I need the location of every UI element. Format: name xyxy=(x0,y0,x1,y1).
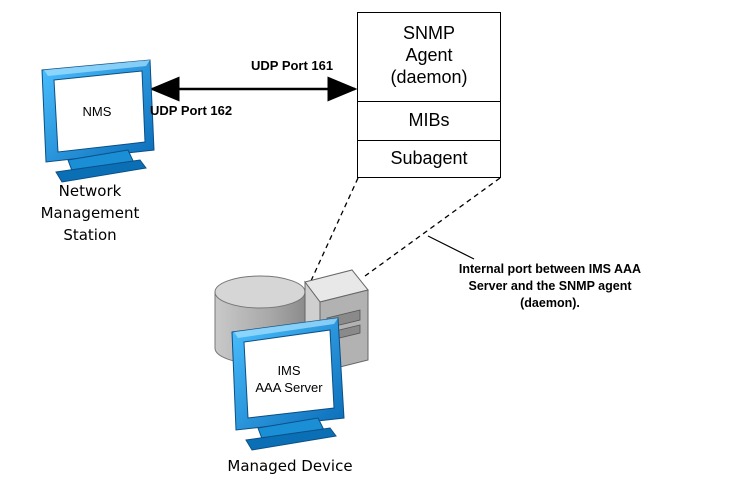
nms-caption-line-2: Management xyxy=(40,204,140,222)
nms-monitor-icon xyxy=(41,59,155,183)
managed-screen-label: IMS AAA Server xyxy=(248,362,330,396)
agent-title-line-3: (daemon) xyxy=(390,67,468,87)
internal-link-right xyxy=(364,177,501,277)
mibs-cell: MIBs xyxy=(358,102,500,141)
nms-screen-label: NMS xyxy=(82,104,112,119)
subagent-cell: Subagent xyxy=(390,148,468,168)
note-line-2: Server and the SNMP agent xyxy=(468,279,632,293)
udp-port-162-label: UDP Port 162 xyxy=(150,103,233,118)
note-line-3: (daemon). xyxy=(520,296,580,310)
agent-title-line-1: SNMP xyxy=(402,23,455,43)
nms-caption-line-3: Station xyxy=(63,226,117,244)
nms-caption-line-1: Network xyxy=(58,182,122,200)
internal-link-left xyxy=(309,177,359,284)
managed-device-caption: Managed Device xyxy=(227,457,353,475)
udp-port-161-label: UDP Port 161 xyxy=(251,58,334,73)
managed-screen-line-1: IMS xyxy=(277,363,301,378)
snmp-agent-stack: SNMP Agent (daemon) MIBs Subagent xyxy=(357,12,501,178)
nms-caption: Network Management Station xyxy=(20,180,160,246)
snmp-agent-cell: SNMP Agent (daemon) xyxy=(358,13,500,102)
managed-monitor-icon xyxy=(231,317,345,451)
managed-screen-line-2: AAA Server xyxy=(255,380,323,395)
agent-title-line-2: Agent xyxy=(405,45,453,65)
note-line-1: Internal port between IMS AAA xyxy=(458,262,642,276)
note-pointer xyxy=(427,235,475,260)
internal-port-note: Internal port between IMS AAA Server and… xyxy=(430,261,670,312)
